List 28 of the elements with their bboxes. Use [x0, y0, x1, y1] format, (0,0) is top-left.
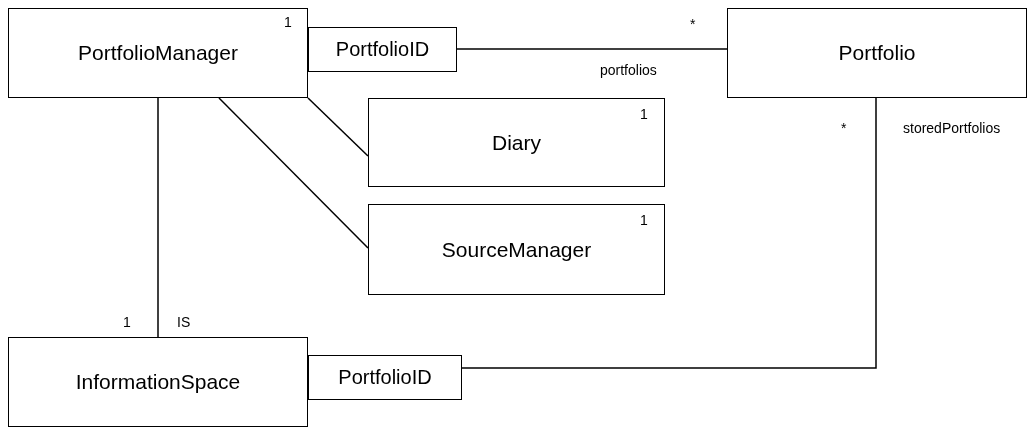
class-name: PortfolioID — [335, 38, 430, 61]
class-name: PortfolioManager — [78, 41, 238, 65]
association-line — [461, 97, 877, 369]
class-box — [727, 8, 1027, 98]
association-line — [218, 97, 369, 249]
class-name: PortfolioID — [338, 366, 432, 389]
association-line — [307, 97, 369, 157]
association-line — [456, 48, 728, 50]
class-name: InformationSpace — [75, 370, 241, 394]
class-box — [8, 8, 308, 98]
association-label: IS — [177, 314, 191, 330]
association-label: portfolios — [600, 62, 657, 78]
class-box — [368, 98, 665, 187]
class-name: Portfolio — [838, 41, 916, 65]
association-label: 1 — [640, 212, 648, 228]
association-label: storedPortfolios — [903, 120, 1001, 136]
class-box — [8, 337, 308, 427]
association-line — [157, 97, 159, 338]
class-name: Diary — [492, 130, 541, 155]
association-label: * — [841, 120, 847, 136]
association-label: 1 — [123, 314, 131, 330]
class-box — [368, 204, 665, 295]
class-name: SourceManager — [441, 237, 592, 262]
association-label: 1 — [284, 14, 292, 30]
qualifier-box — [308, 27, 457, 72]
association-label: * — [690, 16, 696, 32]
qualifier-box — [308, 355, 462, 400]
association-label: 1 — [640, 106, 648, 122]
